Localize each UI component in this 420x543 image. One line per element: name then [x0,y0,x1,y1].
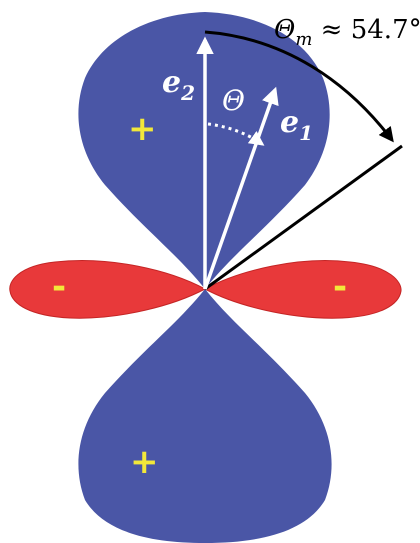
magic-angle-label: Θm ≈ 54.7° [274,15,420,50]
negative-lobe-right [203,260,402,319]
magic-angle-arc [204,30,394,143]
minus-left-label: - [52,267,66,307]
positive-lobe-bottom [78,289,332,543]
magic-angle-line [204,144,403,291]
minus-right-label: - [333,267,347,307]
theta-label: Θ [222,84,245,117]
plus-top-label: + [128,109,157,149]
e1-label: e1 [280,105,313,145]
e1-vector [203,86,279,290]
negative-lobe-left [9,260,207,319]
plus-bottom-label: + [130,442,159,482]
e2-label: e2 [162,65,195,105]
